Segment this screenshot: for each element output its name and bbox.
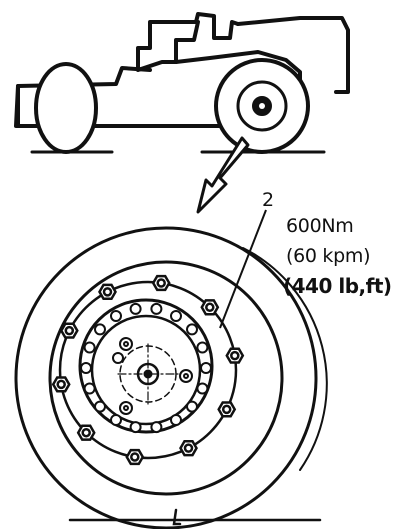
flange-bolt-hole (170, 414, 182, 426)
part-number-leader (219, 209, 267, 329)
flange-bolt-hole (186, 323, 198, 336)
seat-and-console (194, 12, 240, 40)
wheel-nut (125, 448, 145, 466)
front-drum (34, 62, 98, 154)
flange-bolt-holes (80, 302, 212, 434)
torque-value-kpm: (60 kpm) (286, 245, 370, 267)
wheel-nut (200, 299, 220, 316)
flange-bolt-hole (94, 323, 106, 336)
torque-value-lbft: (440 lb,ft) (283, 274, 392, 298)
wheel-nut (76, 424, 96, 441)
detail-pointer-arrow (196, 136, 250, 214)
part-number-label: 2 (262, 189, 274, 211)
wheel-nut (179, 439, 198, 457)
wheel-nut (225, 347, 245, 364)
tyre-inner (48, 260, 284, 496)
flange-bolt-hole (129, 302, 142, 315)
flange-bolt-hole (129, 421, 142, 434)
wheel-nut (51, 376, 71, 393)
flange-bolt-hole (186, 400, 198, 413)
torque-value-nm: 600Nm (286, 215, 354, 237)
tyre-outer (14, 226, 318, 529)
wheel-nut (217, 401, 237, 418)
flange-bolt-hole (150, 421, 163, 434)
inner-hub-bolts (112, 337, 193, 415)
tyre-outer-edge (242, 247, 328, 471)
wheel-nut (151, 274, 171, 292)
flange-bolt-hole (80, 362, 92, 374)
wheel-nut (59, 322, 79, 339)
flange-bolt-hole (83, 341, 96, 354)
flange-bolt-hole (110, 414, 122, 426)
hub-flange-inner (90, 314, 202, 426)
flange-bolt-hole (150, 302, 163, 315)
ground-contact-mark (172, 508, 182, 526)
flange-bolt-hole (94, 400, 106, 413)
hub-flange (78, 298, 214, 434)
wheel-front-detail (14, 226, 328, 529)
rear-chassis (174, 50, 302, 88)
wheel-nuts (51, 274, 245, 466)
wheel-disc (58, 280, 238, 460)
flange-bolt-hole (196, 382, 209, 395)
compactor-side-view (14, 12, 350, 154)
rear-wheel-hub-center (259, 103, 265, 109)
flange-bolt-hole (196, 341, 209, 354)
cab-outline (136, 20, 200, 72)
flange-bolt-hole (170, 310, 182, 322)
flange-bolt-hole (110, 310, 122, 322)
wheel-nut (98, 283, 117, 301)
flange-bolt-hole (200, 362, 212, 374)
flange-bolt-hole (83, 382, 96, 395)
rear-wheel-rim (236, 80, 288, 132)
engine-hood (236, 16, 350, 94)
